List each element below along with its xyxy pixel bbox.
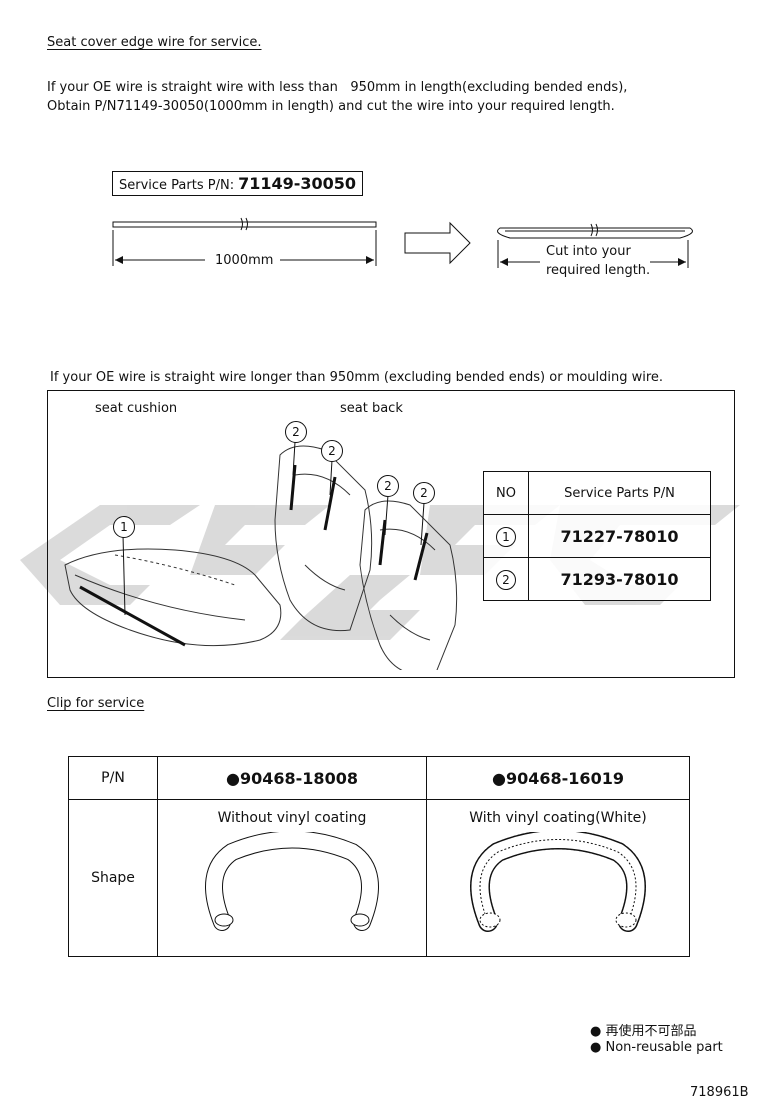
col-no-header: NO [483, 471, 529, 515]
service-pn-label: Service Parts P/N: [119, 178, 235, 193]
cut-label-2: required length. [546, 263, 651, 278]
callout-2b: 2 [321, 440, 343, 462]
section1-line1: If your OE wire is straight wire with le… [47, 80, 628, 95]
callout-1: 1 [113, 516, 135, 538]
service-pn-box: Service Parts P/N:71149-30050 [112, 171, 364, 196]
seat-back-label: seat back [340, 401, 403, 416]
clip-1-pn: ●90468-18008 [157, 756, 427, 800]
row-2-no: 2 [483, 557, 529, 601]
pn-label: P/N [68, 756, 158, 800]
seat-cushion-label: seat cushion [95, 401, 178, 416]
row-1-pn: 71227-78010 [528, 514, 711, 558]
clip-table: P/N ●90468-18008 ●90468-16019 Shape With… [68, 756, 690, 957]
bullet-icon: ● [590, 1024, 602, 1039]
seat-diagram-frame [47, 390, 735, 678]
wire-cut-diagram [112, 217, 693, 268]
length-label: 1000mm [213, 253, 276, 268]
bullet-icon: ● [590, 1040, 602, 1055]
legend-en: ● Non-reusable part [590, 1040, 723, 1055]
clip-1-shape [205, 830, 379, 931]
col-pn-header: Service Parts P/N [528, 471, 711, 515]
shape-label: Shape [68, 799, 158, 957]
clip-2-pn: ●90468-16019 [426, 756, 690, 800]
callout-2d: 2 [413, 482, 435, 504]
clip-2-desc: With vinyl coating(White) [469, 810, 647, 826]
callout-2a: 2 [285, 421, 307, 443]
service-pn-value: 71149-30050 [238, 174, 357, 193]
section1-line2: Obtain P/N71149-30050(1000mm in length) … [47, 99, 615, 114]
legend-jp: ● 再使用不可部品 [590, 1024, 697, 1039]
clip-1-desc: Without vinyl coating [217, 810, 367, 826]
clip-2-cell: With vinyl coating(White) [426, 799, 690, 957]
cut-label-1: Cut into your [546, 244, 631, 259]
row-2-pn: 71293-78010 [528, 557, 711, 601]
seat-illustration [64, 441, 458, 670]
row-1-no: 1 [483, 514, 529, 558]
section3-heading: Clip for service [47, 696, 145, 711]
clip-1-cell: Without vinyl coating [157, 799, 427, 957]
section2-intro: If your OE wire is straight wire longer … [50, 370, 664, 385]
section1-heading: Seat cover edge wire for service. [47, 35, 262, 50]
figure-id: 718961B [690, 1085, 749, 1100]
clip-2-shape [470, 829, 646, 932]
callout-2c: 2 [377, 475, 399, 497]
service-parts-table: NO Service Parts P/N 1 71227-78010 2 712… [483, 471, 711, 601]
